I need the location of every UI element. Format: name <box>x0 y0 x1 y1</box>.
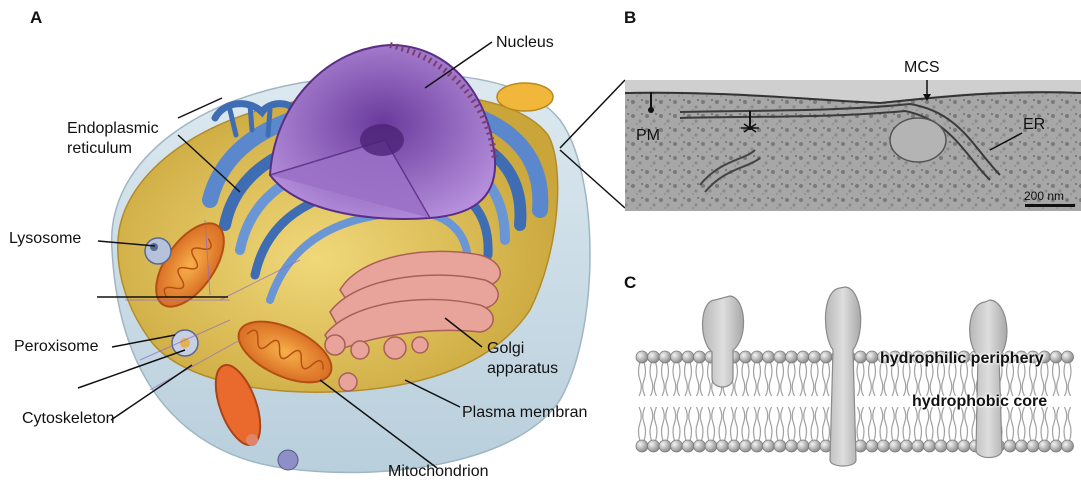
membrane-label-periphery: hydrophilic periphery <box>880 351 1044 367</box>
membrane-label-core: hydrophobic core <box>912 394 1047 410</box>
